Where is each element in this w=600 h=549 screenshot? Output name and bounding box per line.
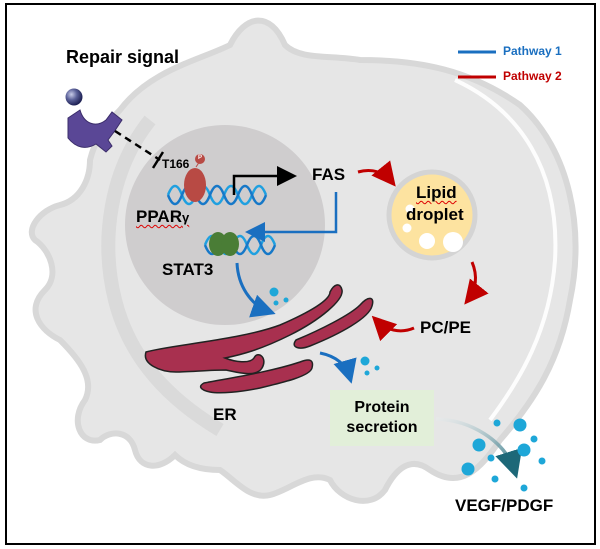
pathway2-pcpe-er-arrow (371, 315, 415, 342)
protein-secretion-line2: secretion (346, 419, 418, 436)
secretion-arrow (435, 417, 523, 479)
vegf-particles (461, 418, 546, 492)
er-label: ER (213, 405, 237, 424)
vegf-pdgf-label: VEGF/PDGF (455, 496, 554, 515)
receptor-icon (67, 109, 123, 153)
legend-pathway1-label: Pathway 1 (503, 44, 562, 58)
pathway1-fas-stat3-arrow (245, 192, 338, 242)
ppar-label-gamma: γ (181, 210, 190, 225)
pathway2-fas-lipid-arrow (357, 160, 396, 187)
inhibition-line (114, 129, 165, 169)
pathway1-er-secretion-arrow (319, 351, 357, 384)
phospho-label: P (197, 155, 202, 161)
ppar-protein (184, 168, 206, 202)
legend-pathway2-label: Pathway 2 (503, 69, 562, 83)
stat3-protein (209, 232, 239, 256)
stat3-label: STAT3 (162, 260, 214, 279)
particles-near-nucleus (269, 287, 380, 376)
protein-secretion-line1: Protein (354, 399, 410, 416)
figure-frame (5, 3, 596, 545)
fas-label: FAS (312, 165, 346, 184)
lipid-droplet-label-line2: droplet (406, 205, 464, 224)
ppar-label-main: PPAR (136, 207, 182, 226)
pcpe-label: PC/PE (420, 318, 472, 337)
protein-secretion-box: Protein secretion (330, 390, 434, 446)
pathway1-stat3-er-arrow (235, 262, 276, 318)
phospho-icon (195, 154, 205, 164)
repair-signal-label: Repair signal (66, 47, 180, 67)
pathway2-lipid-pcpe-arrow (464, 261, 489, 305)
dna-helix-ppar (166, 184, 268, 206)
t166-label: T166 (162, 157, 190, 171)
lipid-droplet (386, 169, 478, 261)
transcription-arrow (232, 166, 297, 195)
ligand-icon (65, 88, 83, 106)
ppar-gamma-label: PPARγ (136, 207, 189, 227)
lipid-droplet-label-line1: Lipid (416, 183, 457, 202)
er-icon (144, 284, 374, 394)
